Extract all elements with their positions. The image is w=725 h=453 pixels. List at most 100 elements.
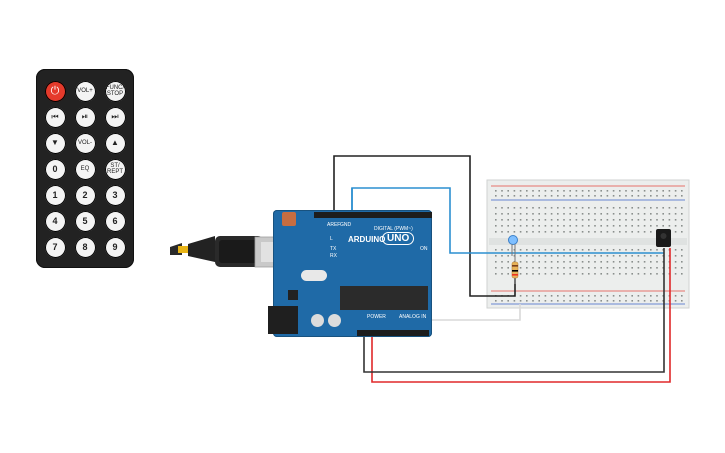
breadboard-hole (581, 219, 584, 221)
breadboard-hole (563, 213, 565, 215)
remote-button-two[interactable]: 2 (74, 184, 96, 206)
remote-button-down[interactable]: ▼ (44, 132, 66, 154)
wire-white[interactable] (430, 304, 521, 321)
remote-button-next[interactable]: ⏭ (104, 106, 126, 128)
breadboard-hole (557, 190, 559, 192)
remote-button-power[interactable]: ⏻ (44, 80, 66, 102)
breadboard-hole (681, 213, 683, 215)
breadboard-hole (507, 261, 509, 263)
breadboard-hole (631, 225, 633, 227)
remote-button-st-rept[interactable]: ST/ REPT (104, 158, 126, 180)
breadboard-hole (507, 225, 509, 227)
remote-button-zero[interactable]: 0 (44, 158, 66, 180)
breadboard-hole (581, 195, 584, 197)
arduino-uno-board[interactable] (273, 210, 432, 337)
breadboard-hole (532, 295, 534, 297)
breadboard-hole (569, 225, 571, 227)
breadboard-hole (656, 195, 658, 197)
breadboard-hole (538, 231, 540, 233)
remote-button-five[interactable]: 5 (74, 210, 96, 232)
remote-button-seven[interactable]: 7 (44, 236, 66, 258)
breadboard-hole (631, 261, 633, 263)
breadboard-hole (612, 195, 615, 197)
reset-button[interactable] (282, 212, 296, 226)
breadboard-hole (532, 249, 534, 251)
breadboard-hole (674, 255, 677, 257)
usb-cable[interactable] (188, 236, 215, 262)
breadboard-hole (588, 225, 590, 227)
remote-button-four[interactable]: 4 (44, 210, 66, 232)
breadboard-hole (594, 273, 596, 275)
wire-black[interactable] (333, 155, 516, 297)
breadboard-hole (575, 255, 578, 257)
breadboard-hole (532, 273, 534, 275)
remote-button-nine[interactable]: 9 (104, 236, 126, 258)
breadboard-hole (631, 195, 633, 197)
remote-button-vol-down[interactable]: VOL- (74, 132, 96, 154)
breadboard-hole (625, 225, 627, 227)
aref-label: AREF (327, 222, 341, 228)
breadboard-hole (594, 219, 596, 221)
remote-button-up[interactable]: ▲ (104, 132, 126, 154)
breadboard-hole (550, 190, 553, 192)
breadboard-hole (631, 255, 633, 257)
remote-button-prev[interactable]: ⏮ (44, 106, 66, 128)
rx-label: RX (330, 253, 337, 259)
breadboard-hole (612, 261, 615, 263)
breadboard-hole (606, 190, 609, 192)
led-blue[interactable] (508, 235, 518, 245)
breadboard-hole (681, 300, 683, 302)
breadboard-hole (575, 295, 578, 297)
wire-red[interactable] (371, 248, 671, 383)
breadboard-hole (612, 249, 615, 251)
breadboard-hole (501, 225, 503, 227)
digital-pin-header[interactable] (314, 212, 432, 218)
breadboard-hole (557, 219, 559, 221)
breadboard-hole (588, 255, 590, 257)
breadboard-hole (637, 190, 640, 192)
breadboard-hole (631, 267, 633, 269)
breadboard-hole (656, 249, 658, 251)
remote-button-eight[interactable]: 8 (74, 236, 96, 258)
breadboard-hole (526, 295, 528, 297)
breadboard-hole (606, 267, 609, 269)
breadboard-hole (650, 273, 652, 275)
remote-button-vol-up[interactable]: VOL+ (74, 80, 96, 102)
breadboard-hole (588, 249, 590, 251)
breadboard-hole (557, 231, 559, 233)
breadboard-hole (674, 213, 677, 215)
breadboard-hole (507, 273, 509, 275)
remote-button-six[interactable]: 6 (104, 210, 126, 232)
remote-button-three[interactable]: 3 (104, 184, 126, 206)
remote-button-one[interactable]: 1 (44, 184, 66, 206)
breadboard-hole (501, 300, 503, 302)
breadboard-hole (526, 219, 528, 221)
breadboard-hole (495, 255, 497, 257)
power-jack[interactable] (268, 306, 298, 334)
breadboard-hole (575, 249, 578, 251)
breadboard-hole (557, 213, 559, 215)
breadboard-hole (532, 213, 534, 215)
breadboard-hole (538, 190, 540, 192)
breadboard-hole (594, 231, 596, 233)
analog-pins-label: ANALOG IN (399, 314, 427, 320)
breadboard-hole (569, 300, 571, 302)
breadboard-hole (575, 213, 578, 215)
breadboard-hole (637, 231, 640, 233)
breadboard-hole (600, 195, 602, 197)
breadboard-hole (532, 261, 534, 263)
wire-dark-loop[interactable] (363, 248, 665, 373)
breadboard-hole (538, 195, 540, 197)
power-analog-pin-header[interactable] (357, 330, 429, 336)
breadboard-hole (643, 231, 646, 233)
breadboard-hole (532, 195, 534, 197)
breadboard-hole (681, 195, 683, 197)
breadboard-hole (625, 195, 627, 197)
breadboard-hole (550, 255, 553, 257)
remote-button-eq[interactable]: EQ (74, 158, 96, 180)
remote-button-play-pause[interactable]: ⏯ (74, 106, 96, 128)
breadboard-hole (619, 261, 621, 263)
breadboard-hole (519, 249, 522, 251)
remote-button-func-stop[interactable]: FUNC/ STOP (104, 80, 126, 102)
breadboard-hole (656, 295, 658, 297)
